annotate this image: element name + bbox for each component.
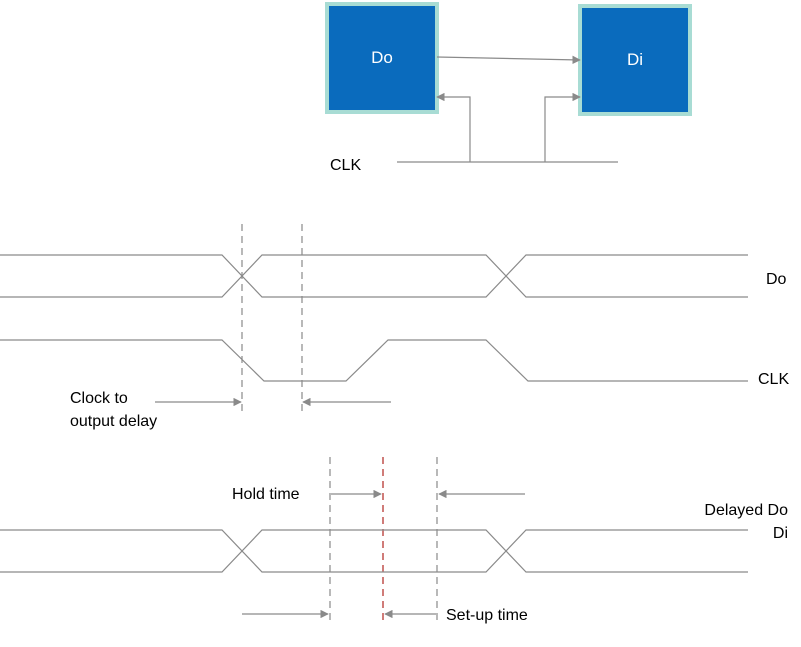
setup-time-label: Set-up time [446,607,528,624]
hold-time-label: Hold time [232,486,300,503]
di-signal-label: Di [773,525,788,542]
delayed-do-waveform [0,529,748,573]
clk-to-out-arrow [436,92,471,162]
clk-waveform [0,339,748,382]
clock-to-output-label-1: Clock to [70,390,128,407]
block-out [329,6,435,110]
data-connection-arrow [436,55,581,65]
clock-to-output-label-2: output delay [70,413,157,430]
flipflop-block-diagram: Do Di CLK [325,2,692,174]
do-waveform [0,254,748,298]
clk-signal-label: CLK [758,371,789,388]
delayed-do-label: Delayed Do [704,502,788,519]
clk-to-in-arrow [544,92,581,162]
block-out-glow [325,2,439,114]
clk-input-label: CLK [330,157,361,174]
block-in-label: Di [627,50,643,69]
block-out-label: Do [371,48,393,67]
block-in [582,8,688,112]
do-signal-label: Do [766,271,787,288]
